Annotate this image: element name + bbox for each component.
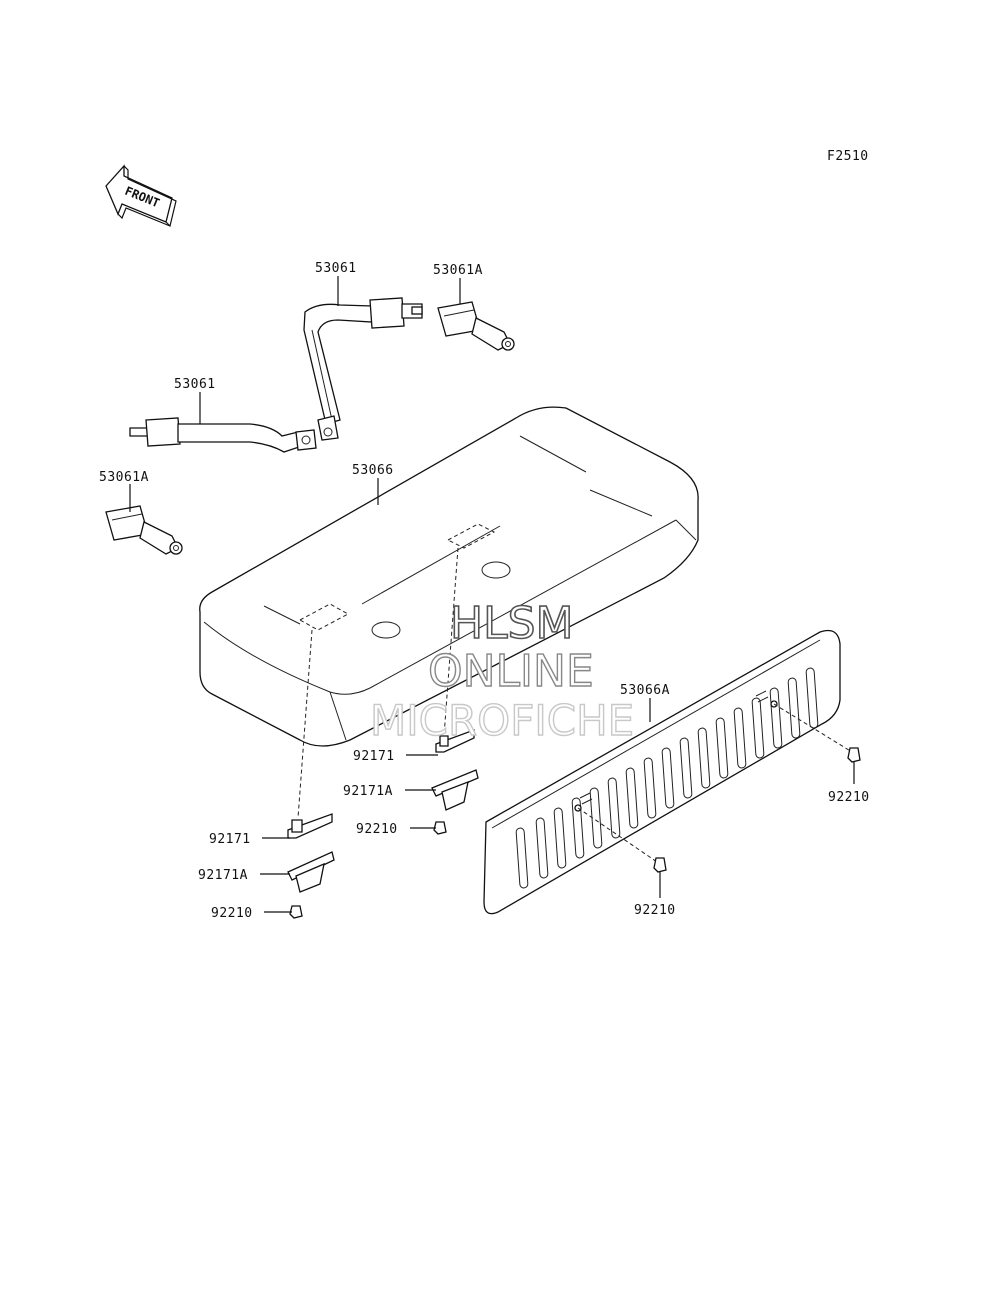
bracket-a-left (287, 851, 335, 893)
assembly-line-back-right (773, 703, 853, 753)
nut-left-icon (289, 905, 303, 919)
callout-buckle-upper: 53061A (433, 263, 483, 278)
watermark-line1: HLSM (450, 598, 574, 649)
callout-nut-center: 92210 (356, 822, 398, 837)
bracket-a-center (431, 769, 479, 811)
callout-seat-back: 53066A (620, 683, 670, 698)
callout-bracket-left: 92171 (209, 832, 251, 847)
seat-back-slots (515, 667, 819, 889)
callout-nut-back-right: 92210 (828, 790, 870, 805)
figure-code: F2510 (827, 149, 869, 164)
assembly-line-left (297, 629, 313, 819)
callout-bracket-center: 92171 (353, 749, 395, 764)
seat-back-panel (483, 629, 841, 915)
front-arrow-icon: FRONT (105, 164, 177, 228)
callout-belt-lower: 53061 (174, 377, 216, 392)
seat-belt-lower (129, 417, 317, 453)
callout-bracket-a-center: 92171A (343, 784, 393, 799)
watermark-line3: MICROFICHE (370, 696, 634, 745)
callout-buckle-lower: 53061A (99, 470, 149, 485)
seat-belt-upper (303, 297, 423, 441)
callout-bracket-a-left: 92171A (198, 868, 248, 883)
callout-seat: 53066 (352, 463, 394, 478)
watermark-line2: ONLINE (428, 646, 594, 697)
bracket-left (287, 813, 333, 839)
assembly-line-back-center (577, 807, 661, 865)
seat-belt-buckle-upper (437, 301, 515, 351)
seat-cushion (199, 406, 699, 747)
leader-lines (129, 276, 855, 913)
callout-belt-upper: 53061 (315, 261, 357, 276)
assembly-line-center (443, 547, 459, 737)
nut-back-right-icon (847, 747, 861, 763)
watermark: HLSM ONLINE MICROFICHE (369, 597, 635, 746)
callout-nut-back-center: 92210 (634, 903, 676, 918)
nut-back-center-icon (653, 857, 667, 873)
nut-center-icon (433, 821, 447, 835)
callout-nut-left: 92210 (211, 906, 253, 921)
seat-belt-buckle-lower (105, 505, 183, 555)
bracket-center (435, 729, 475, 753)
